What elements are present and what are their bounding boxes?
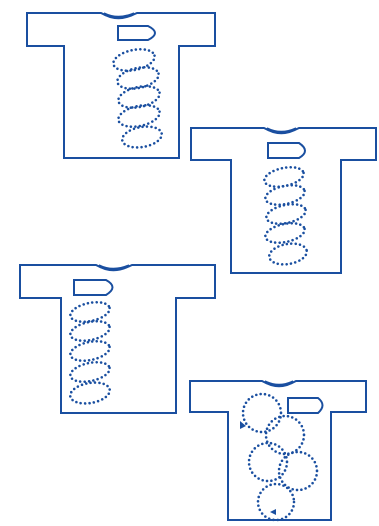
dotted-loop	[120, 125, 164, 149]
dotted-circle-pattern	[241, 392, 319, 522]
pocket-tag	[287, 397, 324, 414]
dotted-loop	[264, 221, 306, 245]
collar-line	[103, 12, 135, 18]
collar-line	[261, 380, 297, 388]
dotted-loop	[69, 339, 111, 363]
dotted-loop	[69, 319, 111, 343]
pocket-tag	[117, 25, 156, 41]
collar-line	[264, 380, 294, 386]
dotted-loop-pattern	[68, 300, 112, 405]
dotted-loop	[117, 84, 161, 110]
collar-line	[95, 264, 133, 272]
collar-line	[98, 264, 130, 270]
dotted-loop	[265, 202, 307, 226]
dotted-loop	[263, 165, 305, 189]
dotted-loop	[69, 300, 111, 324]
dotted-loop	[117, 103, 161, 129]
dotted-circle	[277, 450, 319, 492]
dotted-loop	[116, 65, 160, 91]
direction-arrowhead	[270, 509, 276, 515]
dotted-circle	[247, 441, 289, 483]
dotted-loop	[69, 360, 111, 384]
collar-line	[100, 12, 138, 20]
tshirt-diagram-3	[19, 264, 216, 414]
tshirt-diagram-4	[189, 380, 367, 522]
tshirt-diagram-1	[26, 12, 216, 159]
tshirt-diagram-2	[190, 127, 377, 274]
dotted-loop-pattern	[112, 47, 164, 149]
dotted-loop	[267, 242, 309, 266]
tshirt-outline	[190, 127, 377, 274]
tshirt-outline	[19, 264, 216, 414]
dotted-loop-pattern	[263, 165, 309, 266]
dotted-circle	[241, 392, 283, 434]
dotted-loop	[68, 381, 112, 405]
pocket-tag	[73, 279, 114, 296]
dotted-circle	[264, 414, 306, 456]
direction-arrowhead	[240, 421, 246, 429]
dotted-loop	[112, 47, 156, 73]
pocket-tag	[267, 142, 306, 159]
tshirt-outline	[189, 380, 367, 521]
collar-line	[266, 127, 297, 133]
dotted-loop	[264, 183, 306, 207]
dotted-circle	[256, 482, 296, 522]
collar-line	[263, 127, 300, 135]
